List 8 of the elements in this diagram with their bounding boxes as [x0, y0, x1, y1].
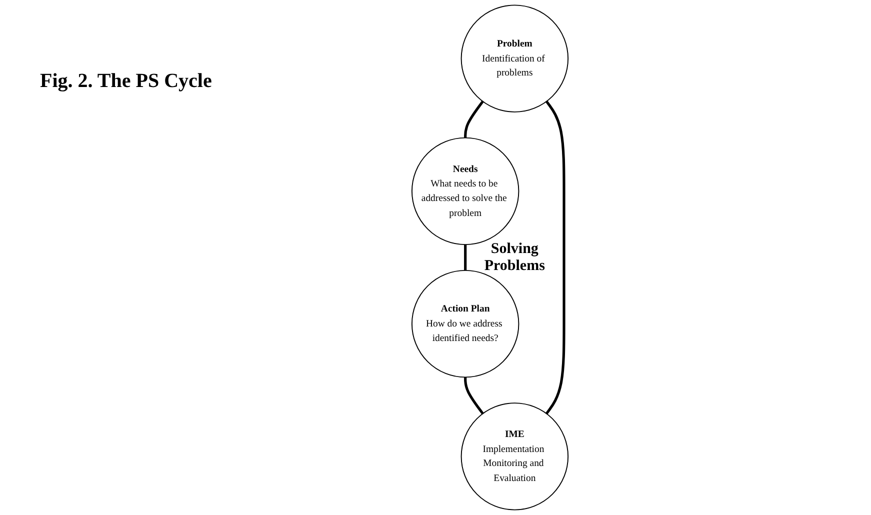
figure-title: Fig. 2. The PS Cycle: [40, 70, 212, 93]
connector: [464, 377, 484, 414]
connector: [545, 100, 566, 414]
connector: [464, 244, 467, 270]
node-circle: IME Implementation Monitoring and Evaluation: [460, 402, 569, 510]
node-circle: Action Plan How do we address identified needs?: [411, 270, 520, 378]
node-circle: Problem Identification of problems: [460, 4, 569, 112]
connector: [464, 100, 484, 138]
